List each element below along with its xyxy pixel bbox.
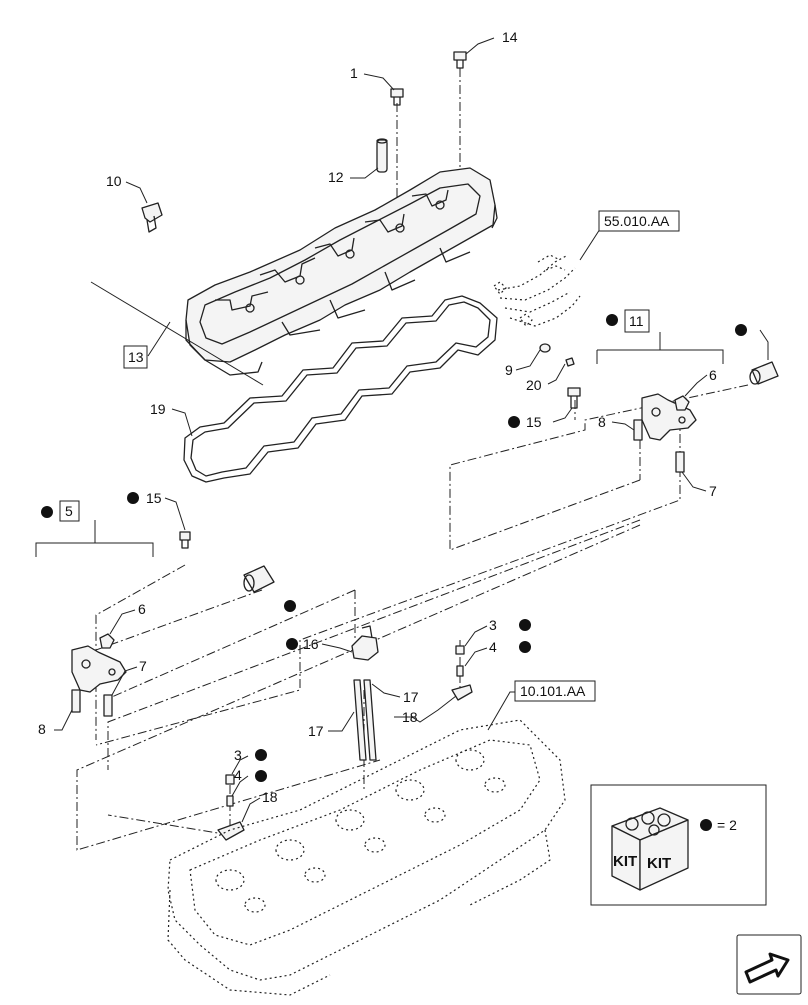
kit-dot-icon — [519, 641, 531, 653]
wiring-harness — [493, 254, 581, 327]
kit-legend-equals: = 2 — [717, 817, 737, 833]
part-18-upper — [451, 684, 473, 701]
callout-13-box: 13 — [123, 345, 148, 369]
navigation-arrow-icon[interactable] — [736, 934, 802, 995]
kit-dot-icon — [735, 324, 747, 336]
kit-dot-icon — [286, 638, 298, 650]
kit-dot-icon — [519, 619, 531, 631]
screw-part-8-right — [633, 419, 643, 441]
leader-lines — [35, 37, 769, 823]
bolt-part-15-lower — [179, 531, 191, 549]
callout-16: 16 — [303, 636, 319, 652]
rocker-arm-right — [641, 393, 697, 441]
callout-13: 13 — [128, 349, 144, 365]
kit-label-right: KIT — [647, 855, 671, 872]
callout-19: 19 — [150, 401, 166, 417]
tube-part-17-right — [363, 679, 377, 761]
callout-3-lower: 3 — [234, 747, 242, 763]
callout-17-right: 17 — [403, 689, 419, 705]
kit-label-left: KIT — [613, 853, 637, 870]
callout-labels: 1 14 12 10 19 9 20 15 6 8 7 15 6 7 8 16 … — [38, 29, 717, 805]
screw-part-8-left — [71, 689, 81, 713]
screw-part-7-right — [675, 451, 685, 473]
callout-18-upper: 18 — [402, 709, 418, 725]
bracket-part-16 — [351, 625, 379, 661]
part-3-upper — [455, 645, 465, 655]
reference-harness-box[interactable]: 55.010.AA — [598, 210, 680, 232]
gasket-part-19 — [183, 295, 498, 483]
callout-4-upper: 4 — [489, 639, 497, 655]
callout-12: 12 — [328, 169, 344, 185]
kit-dot-icon — [255, 770, 267, 782]
screw-part-20 — [565, 357, 575, 367]
rocker-housing-part-13 — [185, 167, 498, 376]
kit-dot-icon — [508, 416, 520, 428]
washer-part-9 — [539, 343, 551, 353]
kit-dot-icon — [700, 819, 712, 831]
tube-part-17-left — [353, 679, 367, 761]
bolt-part-15-upper — [567, 387, 581, 409]
callout-3-upper: 3 — [489, 617, 497, 633]
screw-part-7-left — [103, 694, 113, 717]
kit-legend: KIT KIT = 2 — [590, 784, 767, 906]
kit-dot-icon — [284, 600, 296, 612]
callout-5: 5 — [65, 503, 73, 519]
bushing-right — [749, 361, 779, 385]
nut-part-6-left — [99, 633, 115, 649]
callout-15-lower: 15 — [146, 490, 162, 506]
kit-dot-icon — [127, 492, 139, 504]
callout-7-left: 7 — [139, 658, 147, 674]
pin-part-12 — [376, 138, 388, 173]
callout-9: 9 — [505, 362, 513, 378]
bolt-part-1 — [390, 88, 404, 106]
assembly-centerlines — [76, 68, 749, 851]
bushing-left — [243, 565, 275, 593]
kit-dot-icon — [41, 506, 53, 518]
cylinder-head-outline — [167, 719, 566, 996]
part-4-lower — [226, 795, 234, 807]
callout-15-upper: 15 — [526, 414, 542, 430]
callout-8-right: 8 — [598, 414, 606, 430]
kit-dots — [41, 314, 747, 782]
reference-harness[interactable]: 55.010.AA — [604, 213, 670, 229]
reference-cylinder-head[interactable]: 10.101.AA — [520, 683, 586, 699]
part-4-upper — [456, 665, 464, 677]
callout-20: 20 — [526, 377, 542, 393]
callout-1: 1 — [350, 65, 358, 81]
part-18-lower — [217, 821, 245, 841]
callout-4-lower: 4 — [234, 767, 242, 783]
bolt-part-14 — [453, 51, 467, 69]
kit-dot-icon — [606, 314, 618, 326]
callout-6-right: 6 — [709, 367, 717, 383]
callout-6-left: 6 — [138, 601, 146, 617]
callout-5-box: 5 — [59, 500, 80, 522]
kit-dot-icon — [255, 749, 267, 761]
callout-10: 10 — [106, 173, 122, 189]
callout-14: 14 — [502, 29, 518, 45]
rocker-arm-left — [71, 645, 127, 693]
callout-7-right: 7 — [709, 483, 717, 499]
part-3-lower — [225, 774, 235, 785]
clip-part-10 — [141, 202, 163, 233]
nut-part-6-right — [674, 395, 690, 411]
callout-8-left: 8 — [38, 721, 46, 737]
callout-11-box: 11 — [624, 309, 650, 333]
reference-cylinder-head-box[interactable]: 10.101.AA — [514, 680, 596, 702]
callout-18-lower: 18 — [262, 789, 278, 805]
callout-17-left: 17 — [308, 723, 324, 739]
callout-11: 11 — [629, 313, 644, 329]
